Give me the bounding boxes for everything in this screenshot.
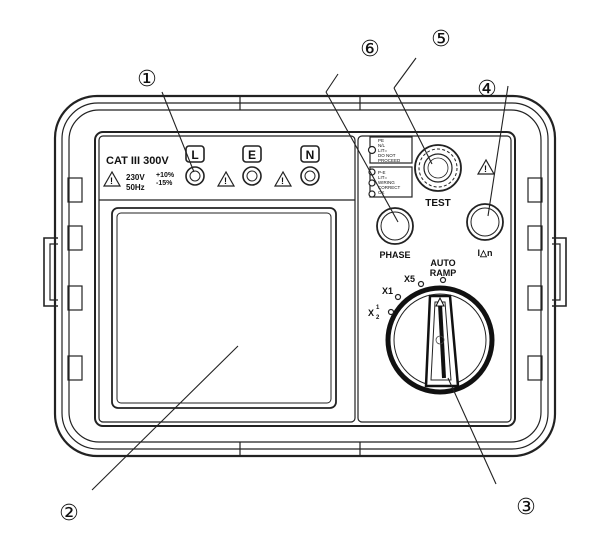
- svg-text:P-E: P-E: [378, 170, 386, 175]
- idn-label: I△n: [478, 248, 493, 258]
- callouts: ① ② ③ ④ ⑤ ⑥: [59, 27, 536, 526]
- svg-text:!: !: [281, 176, 284, 186]
- test-button[interactable]: [414, 144, 462, 192]
- callout-1: ①: [137, 67, 157, 92]
- callout-6: ⑥: [360, 37, 380, 62]
- range-selector-dial[interactable]: [385, 285, 495, 395]
- svg-text:!: !: [224, 176, 227, 186]
- dial-ramp: RAMP: [430, 268, 457, 278]
- callout-2: ②: [59, 501, 79, 526]
- dial-x1: X1: [382, 286, 393, 296]
- svg-text:!: !: [110, 176, 113, 186]
- terminal-N-socket[interactable]: [300, 166, 320, 186]
- terminal-L-socket[interactable]: [185, 166, 205, 186]
- tolerance-plus: +10%: [156, 172, 175, 179]
- warning-icon: [216, 170, 236, 187]
- pointer-arrow-icon: [435, 296, 445, 307]
- phase-label: PHASE: [379, 250, 410, 260]
- svg-text:CORRECT: CORRECT: [378, 185, 401, 190]
- terminal-L-label: L: [191, 148, 198, 162]
- right-side-tabs: [527, 177, 567, 381]
- indicator-top: PE N/L LIT= DO NOT PROCEED: [367, 136, 413, 164]
- rating-block: CAT III 300V ! 230V 50Hz +10% -15%: [102, 155, 175, 192]
- cat-rating: CAT III 300V: [106, 155, 169, 167]
- svg-text:LIT=: LIT=: [378, 175, 388, 180]
- indicator-lamp: [368, 190, 376, 198]
- warning-icon: [273, 170, 293, 187]
- front-panel: [94, 131, 516, 427]
- terminal-E-label: E: [248, 148, 256, 162]
- tolerance-minus: -15%: [156, 180, 173, 187]
- terminal-N[interactable]: N: [300, 145, 320, 186]
- idn-button[interactable]: [466, 203, 504, 241]
- left-side-tabs: [43, 177, 83, 381]
- callout-4: ④: [477, 77, 497, 102]
- holster: [53, 94, 557, 458]
- indicator-lamp: [367, 145, 377, 155]
- voltage-label: 230V: [126, 173, 145, 182]
- svg-text:N/L: N/L: [378, 143, 386, 148]
- dial-half-den: 2: [376, 315, 380, 321]
- warning-icon: [102, 170, 122, 187]
- svg-text:WIRING: WIRING: [378, 180, 395, 185]
- terminal-E-socket[interactable]: [242, 166, 262, 186]
- svg-text:LIT=: LIT=: [378, 148, 388, 153]
- indicator-bottom: P-E LIT= WIRING CORRECT OK: [368, 166, 413, 198]
- svg-text:PROCEED: PROCEED: [378, 158, 401, 163]
- indicator-lamp: [368, 179, 376, 187]
- dial-positions: X 1 2 X1 X5 AUTO RAMP: [368, 258, 456, 321]
- dial-x5: X5: [404, 274, 415, 284]
- freq-label: 50Hz: [126, 183, 145, 192]
- dial-auto: AUTO: [430, 258, 455, 268]
- test-label: TEST: [425, 198, 451, 209]
- terminal-L[interactable]: L: [185, 145, 205, 186]
- svg-text:DO NOT: DO NOT: [378, 153, 396, 158]
- terminal-N-label: N: [306, 148, 315, 162]
- svg-text:!: !: [484, 164, 487, 174]
- warning-icon: [476, 158, 496, 175]
- svg-text:PE: PE: [378, 138, 384, 143]
- dial-x-half: X: [368, 308, 374, 318]
- callout-5: ⑤: [431, 27, 451, 52]
- lcd-display: [111, 207, 337, 409]
- dial-half-num: 1: [376, 305, 380, 311]
- terminal-E[interactable]: E: [242, 145, 262, 186]
- callout-3: ③: [516, 495, 536, 520]
- leader-lines: [91, 57, 509, 491]
- phase-button[interactable]: [376, 207, 414, 245]
